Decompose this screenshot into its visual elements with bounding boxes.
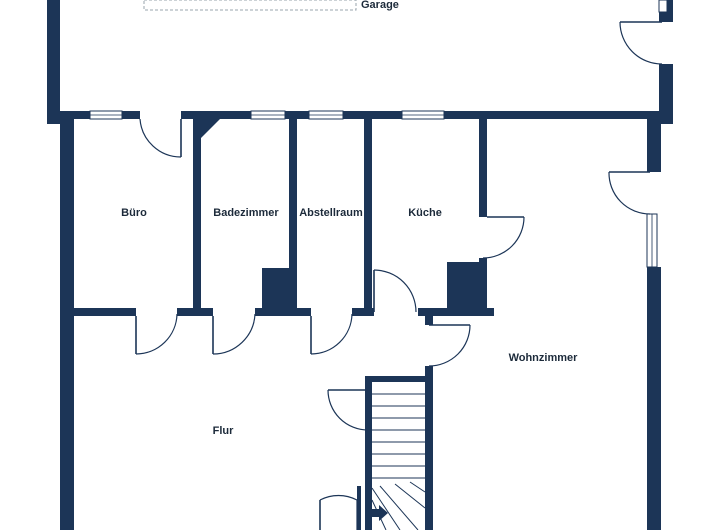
garage-outline xyxy=(143,0,357,11)
kitchen-door xyxy=(482,216,525,259)
wall-rooms-flur-1 xyxy=(60,308,136,316)
wall-buero-badezimmer xyxy=(193,119,201,315)
room-label-garage: Garage xyxy=(361,0,399,11)
room-label-wohnzimmer: Wohnzimmer xyxy=(509,352,579,364)
window xyxy=(401,110,445,120)
window xyxy=(250,110,286,120)
living-room-door xyxy=(608,171,651,215)
house-left-wall xyxy=(60,119,74,530)
house-right-wall-upper xyxy=(647,119,661,172)
bathroom-shaft xyxy=(262,268,294,312)
kitchen-shaft xyxy=(447,262,483,310)
window xyxy=(646,213,658,268)
badezimmer-door xyxy=(212,313,256,355)
room-label-kueche: Küche xyxy=(408,207,442,219)
wall-rooms-flur-3 xyxy=(255,308,311,316)
wall-rooms-flur-4 xyxy=(352,308,374,316)
entrance-door xyxy=(319,494,358,530)
arrow-right-icon xyxy=(367,505,388,521)
room-label-buero: Büro xyxy=(121,207,147,219)
wall-stub xyxy=(357,486,361,530)
wall-rooms-flur-2 xyxy=(177,308,213,316)
wall-corner xyxy=(193,119,220,138)
wall-kueche-wohnzimmer-upper xyxy=(479,119,487,217)
garage-left-wall xyxy=(47,0,60,124)
room-label-abstellraum: Abstellraum xyxy=(299,207,363,219)
wall-abstellraum-kueche xyxy=(364,119,372,315)
room-label-badezimmer: Badezimmer xyxy=(213,207,279,219)
garage-side-window xyxy=(658,0,668,13)
wall-flur-wohnzimmer-lower xyxy=(425,366,433,530)
wohnzimmer-door xyxy=(428,324,471,367)
buero-door xyxy=(135,313,178,355)
kueche-door xyxy=(373,269,417,313)
abstellraum-door xyxy=(310,313,353,355)
garage-right-wall-bottom xyxy=(659,64,673,124)
wall-flur-wohnzimmer-upper xyxy=(425,316,433,325)
wall-badezimmer-abstellraum xyxy=(289,119,297,315)
house-right-wall-lower xyxy=(647,267,661,530)
office-door xyxy=(139,118,182,158)
garage-side-door xyxy=(619,21,663,65)
wall-rooms-flur-5 xyxy=(418,308,494,316)
window xyxy=(89,110,123,120)
room-label-flur: Flur xyxy=(213,425,234,437)
stair-door xyxy=(327,389,369,431)
window xyxy=(308,110,344,120)
staircase xyxy=(365,376,428,530)
